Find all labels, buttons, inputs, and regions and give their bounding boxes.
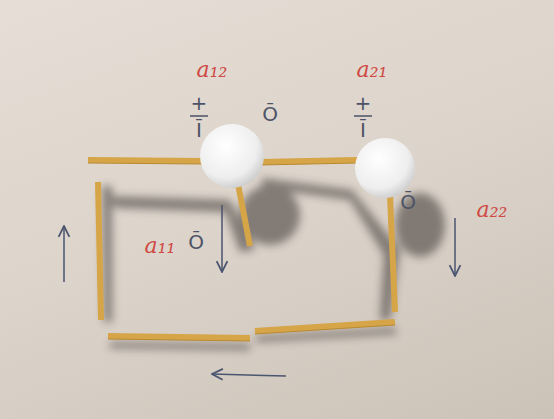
pen-bar [354, 115, 372, 117]
coefficient-label: a₁₂ [197, 59, 228, 81]
sign-mark: + [191, 93, 208, 113]
matchstick-edge [88, 163, 395, 341]
state-mark: Ī [360, 120, 366, 140]
sign-mark: + [355, 93, 372, 113]
coefficient-label: a₁₁ [145, 235, 176, 257]
coefficient-label: a₂₁ [357, 59, 388, 81]
state-mark: Ō [400, 192, 416, 212]
matchstick [88, 160, 395, 338]
polystyrene-ball [200, 124, 264, 188]
polystyrene-ball [355, 138, 415, 198]
state-mark: Ī [196, 120, 202, 140]
direction-arrow [64, 205, 455, 376]
coefficient-label: a₂₂ [477, 199, 508, 221]
shadow [102, 178, 445, 350]
state-mark: Ō [262, 104, 278, 124]
pen-bar [190, 115, 208, 117]
state-mark: Ō [188, 232, 204, 252]
